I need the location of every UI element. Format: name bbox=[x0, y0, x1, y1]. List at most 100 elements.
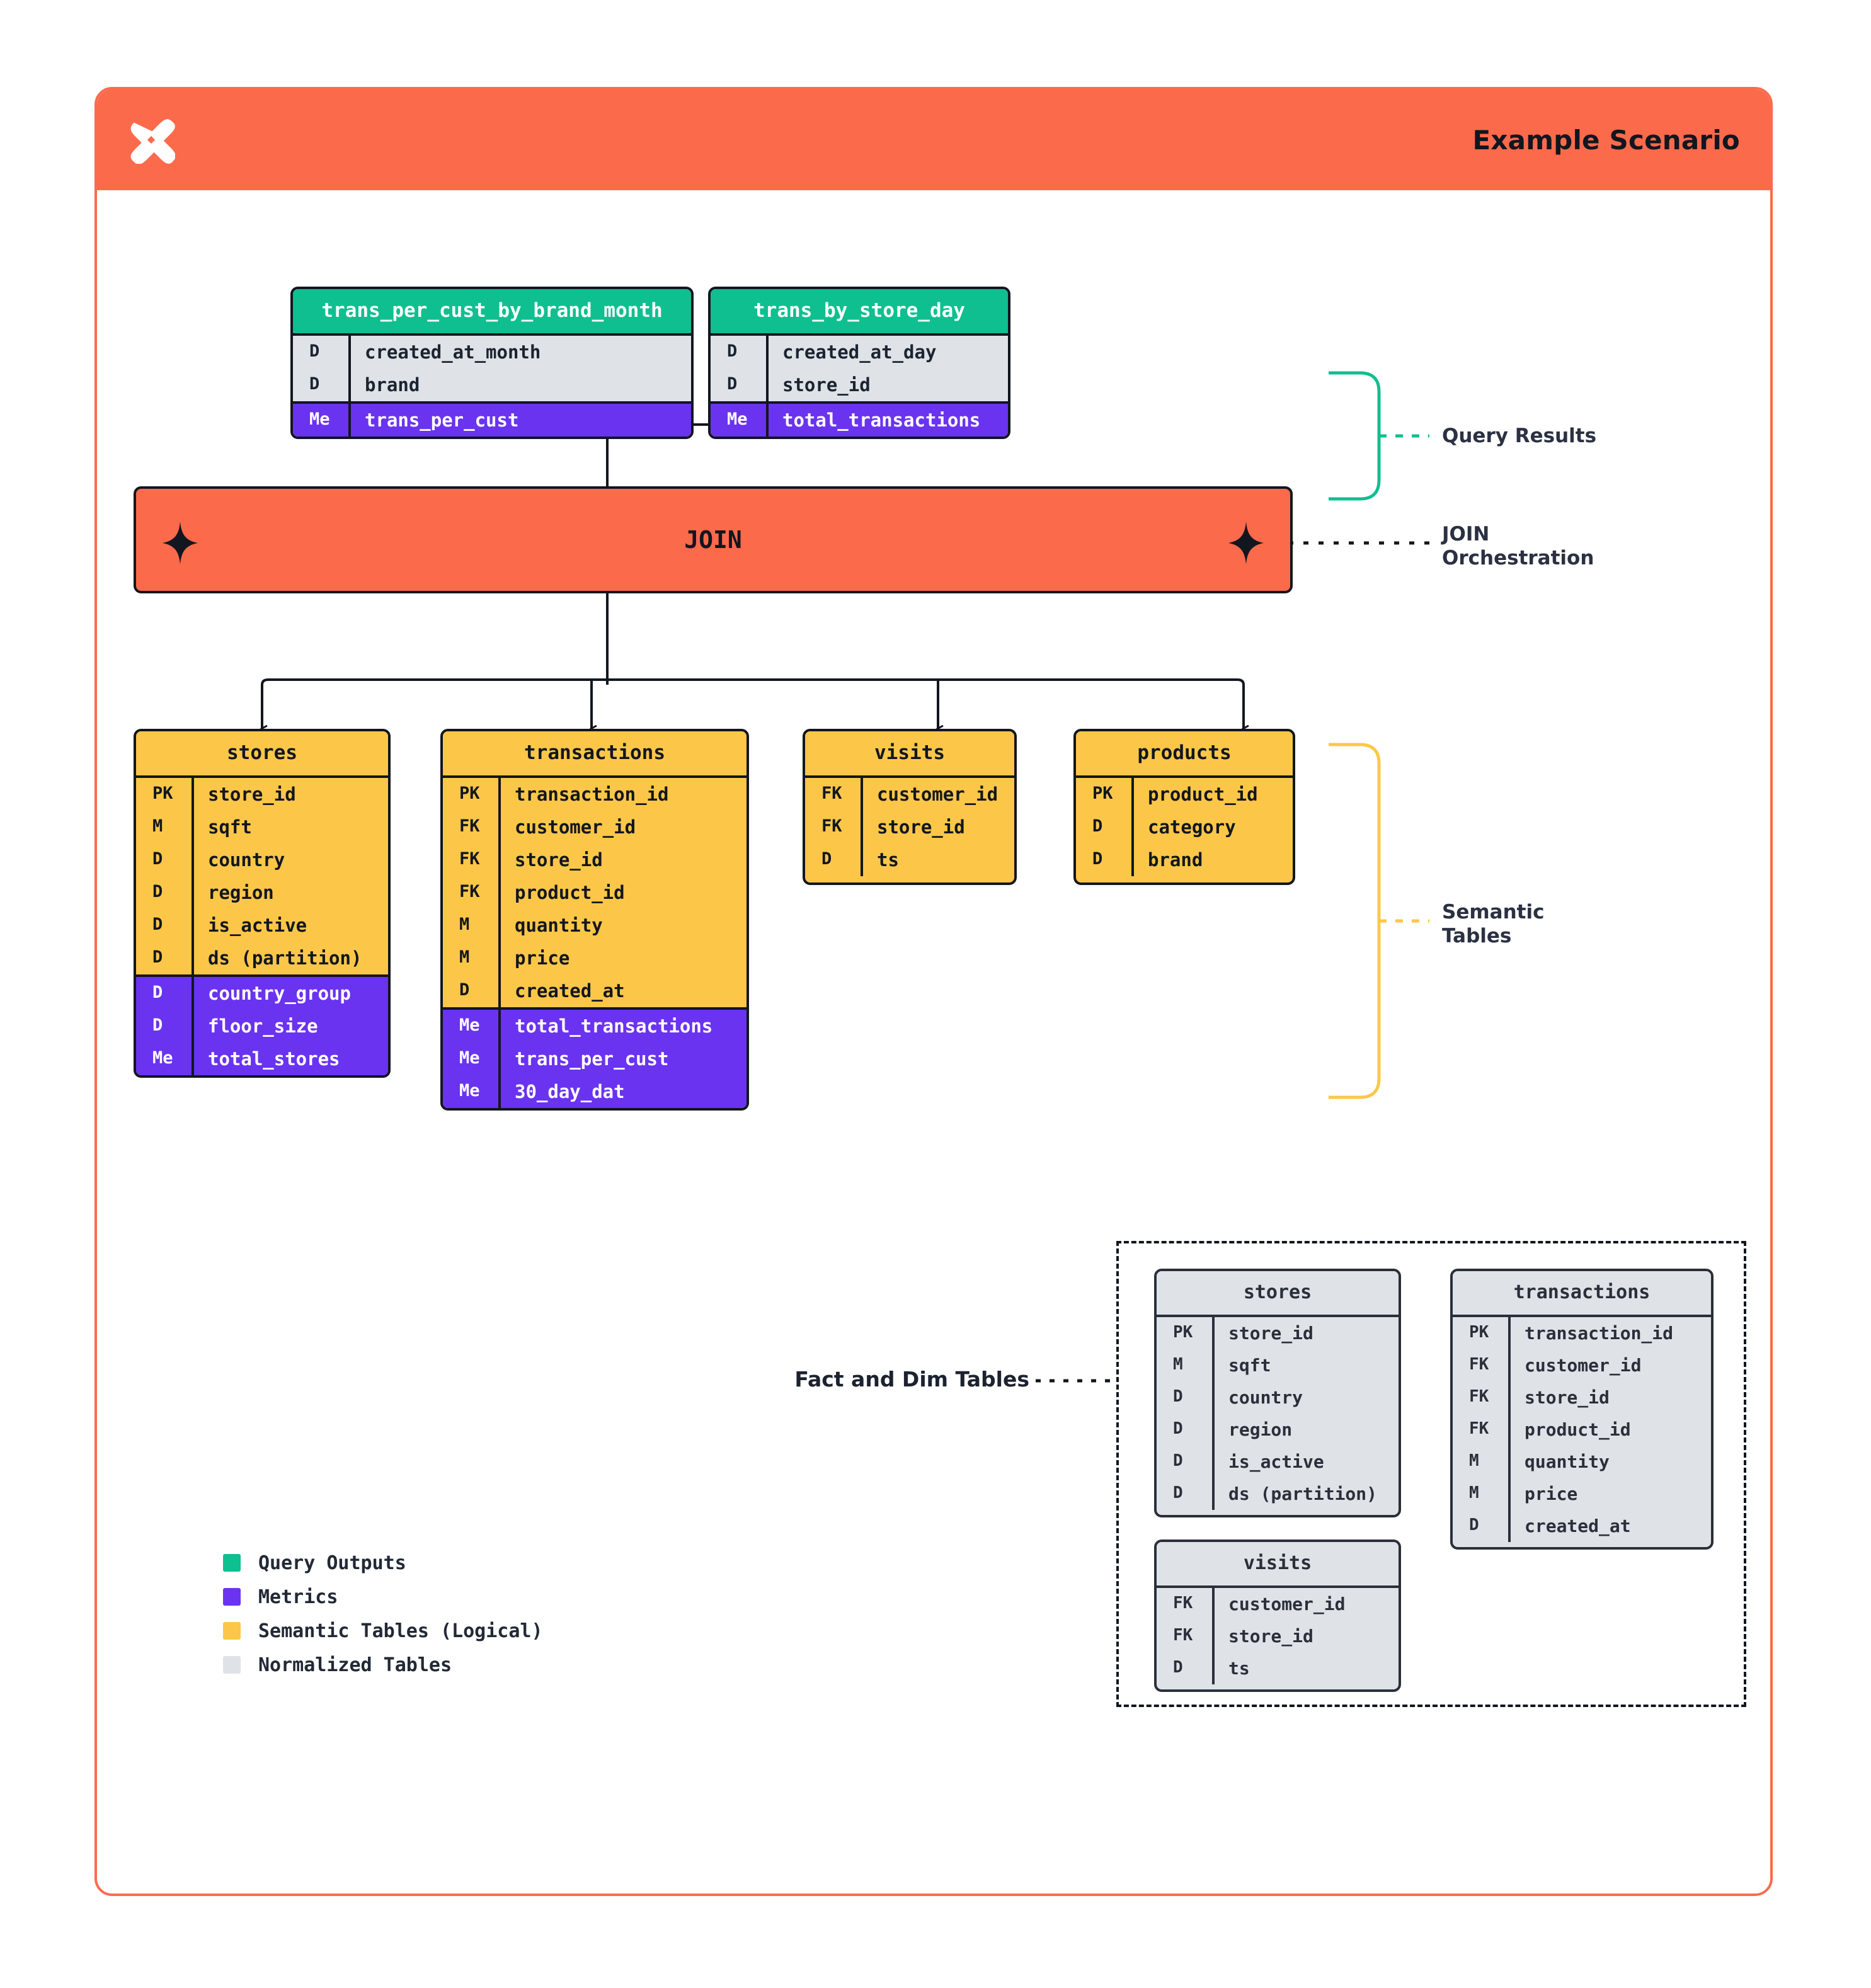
legend-item: Query Outputs bbox=[223, 1546, 543, 1580]
diagram-canvas: trans_per_cust_by_brand_month D created_… bbox=[97, 190, 1770, 1894]
table-row: FK customer_id bbox=[805, 778, 1014, 811]
row-field: 30_day_dat bbox=[498, 1075, 747, 1108]
annotation-label-line2: Tables bbox=[1442, 924, 1512, 947]
row-key: M bbox=[1469, 1483, 1479, 1502]
table-title: products bbox=[1076, 731, 1293, 778]
row-field: customer_id bbox=[861, 778, 1014, 811]
join-orchestration-bar[interactable]: JOIN bbox=[134, 486, 1293, 593]
row-key: Me bbox=[309, 409, 330, 429]
row-field: store_id bbox=[498, 843, 747, 876]
annotation-fact-and-dim-tables: Fact and Dim Tables bbox=[740, 1367, 1029, 1391]
legend-swatch-normalized-tables bbox=[223, 1656, 241, 1674]
legend-item: Semantic Tables (Logical) bbox=[223, 1614, 543, 1648]
table-title: trans_by_store_day bbox=[711, 289, 1008, 336]
row-field: quantity bbox=[498, 909, 747, 942]
query-result-table-trans-by-store-day[interactable]: trans_by_store_day D created_at_day D st… bbox=[708, 287, 1010, 439]
join-label: JOIN bbox=[684, 526, 742, 554]
row-key: FK bbox=[1469, 1419, 1489, 1438]
row-field: country bbox=[192, 843, 388, 876]
row-field: total_stores bbox=[192, 1043, 388, 1075]
row-key: FK bbox=[1469, 1355, 1489, 1374]
row-key: FK bbox=[821, 784, 842, 803]
row-field: product_id bbox=[498, 876, 747, 909]
row-key: Me bbox=[459, 1048, 480, 1068]
row-field: store_id bbox=[766, 368, 1008, 401]
legend-label: Metrics bbox=[258, 1585, 338, 1608]
row-key: D bbox=[152, 882, 163, 901]
row-key: D bbox=[309, 341, 320, 361]
table-title: transactions bbox=[1453, 1271, 1711, 1317]
table-row: D brand bbox=[293, 368, 691, 401]
row-key: FK bbox=[1469, 1387, 1489, 1406]
row-field: quantity bbox=[1508, 1446, 1711, 1478]
x-butterfly-logo-icon bbox=[130, 119, 175, 164]
row-key: M bbox=[459, 915, 470, 934]
query-result-table-trans-per-cust[interactable]: trans_per_cust_by_brand_month D created_… bbox=[290, 287, 694, 439]
row-field: created_at bbox=[498, 974, 747, 1007]
row-key: D bbox=[1173, 1658, 1183, 1677]
legend-label: Query Outputs bbox=[258, 1551, 406, 1574]
row-key: FK bbox=[1173, 1594, 1193, 1613]
annotation-join-orchestration: JOIN Orchestration bbox=[1442, 523, 1594, 571]
row-key: D bbox=[1173, 1451, 1183, 1470]
row-field: created_at_month bbox=[348, 336, 691, 368]
table-row: D store_id bbox=[711, 368, 1008, 401]
legend-swatch-metrics bbox=[223, 1588, 241, 1606]
row-field: category bbox=[1131, 811, 1293, 843]
annotation-semantic-tables: Semantic Tables bbox=[1442, 901, 1544, 949]
row-key: D bbox=[152, 947, 163, 967]
row-field: country_group bbox=[192, 977, 388, 1010]
row-field: country bbox=[1212, 1381, 1399, 1414]
legend-swatch-semantic-tables bbox=[223, 1622, 241, 1640]
table-row: D created_at_day bbox=[711, 336, 1008, 368]
row-key: D bbox=[309, 374, 320, 394]
row-key: D bbox=[152, 983, 163, 1002]
row-key: D bbox=[727, 374, 738, 394]
row-field: price bbox=[1508, 1478, 1711, 1510]
row-key: D bbox=[152, 849, 163, 869]
row-field: brand bbox=[1131, 843, 1293, 876]
annotation-label-line1: JOIN bbox=[1442, 523, 1490, 546]
table-title: trans_per_cust_by_brand_month bbox=[293, 289, 691, 336]
row-field: sqft bbox=[192, 811, 388, 843]
annotation-label: Fact and Dim Tables bbox=[794, 1367, 1029, 1391]
diagram-card: Example Scenario bbox=[94, 87, 1773, 1896]
annotation-label-line2: Orchestration bbox=[1442, 546, 1594, 569]
